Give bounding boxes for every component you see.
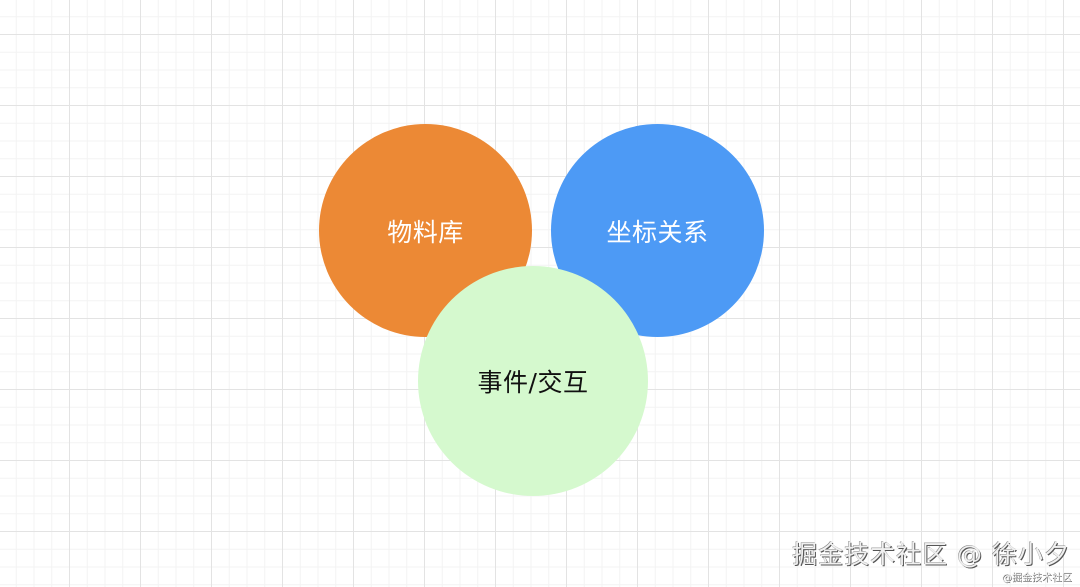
node-label: 物料库 (387, 217, 464, 247)
watermark-sub: @掘金技术社区 (1002, 573, 1072, 584)
node-label: 坐标关系 (606, 217, 709, 247)
node-event-interaction[interactable]: 事件/交互 (418, 266, 648, 496)
node-label: 事件/交互 (477, 368, 589, 397)
watermark: 掘金技术社区 @ 徐小夕 (792, 540, 1070, 569)
node-material-library[interactable]: 物料库 (319, 124, 532, 337)
